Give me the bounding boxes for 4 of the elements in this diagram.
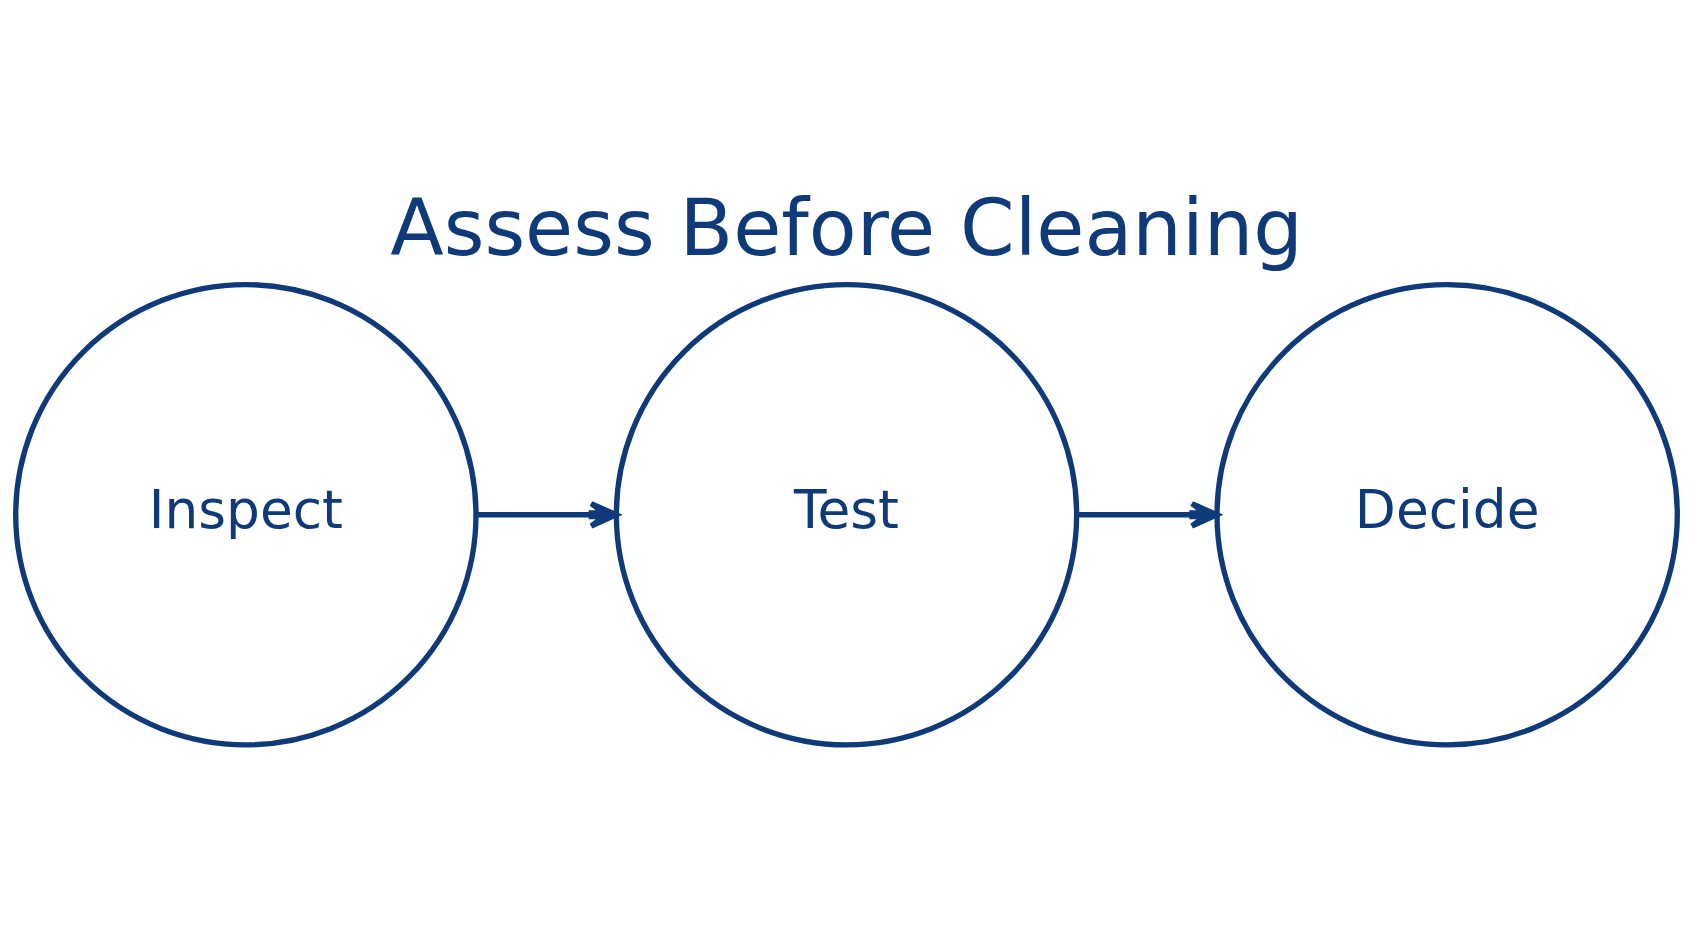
node-circle: Test	[613, 281, 1080, 748]
node-circle: Inspect	[13, 281, 479, 748]
node-circle: Decide	[1214, 281, 1680, 748]
diagram-title: Assess Before Cleaning	[390, 181, 1303, 273]
